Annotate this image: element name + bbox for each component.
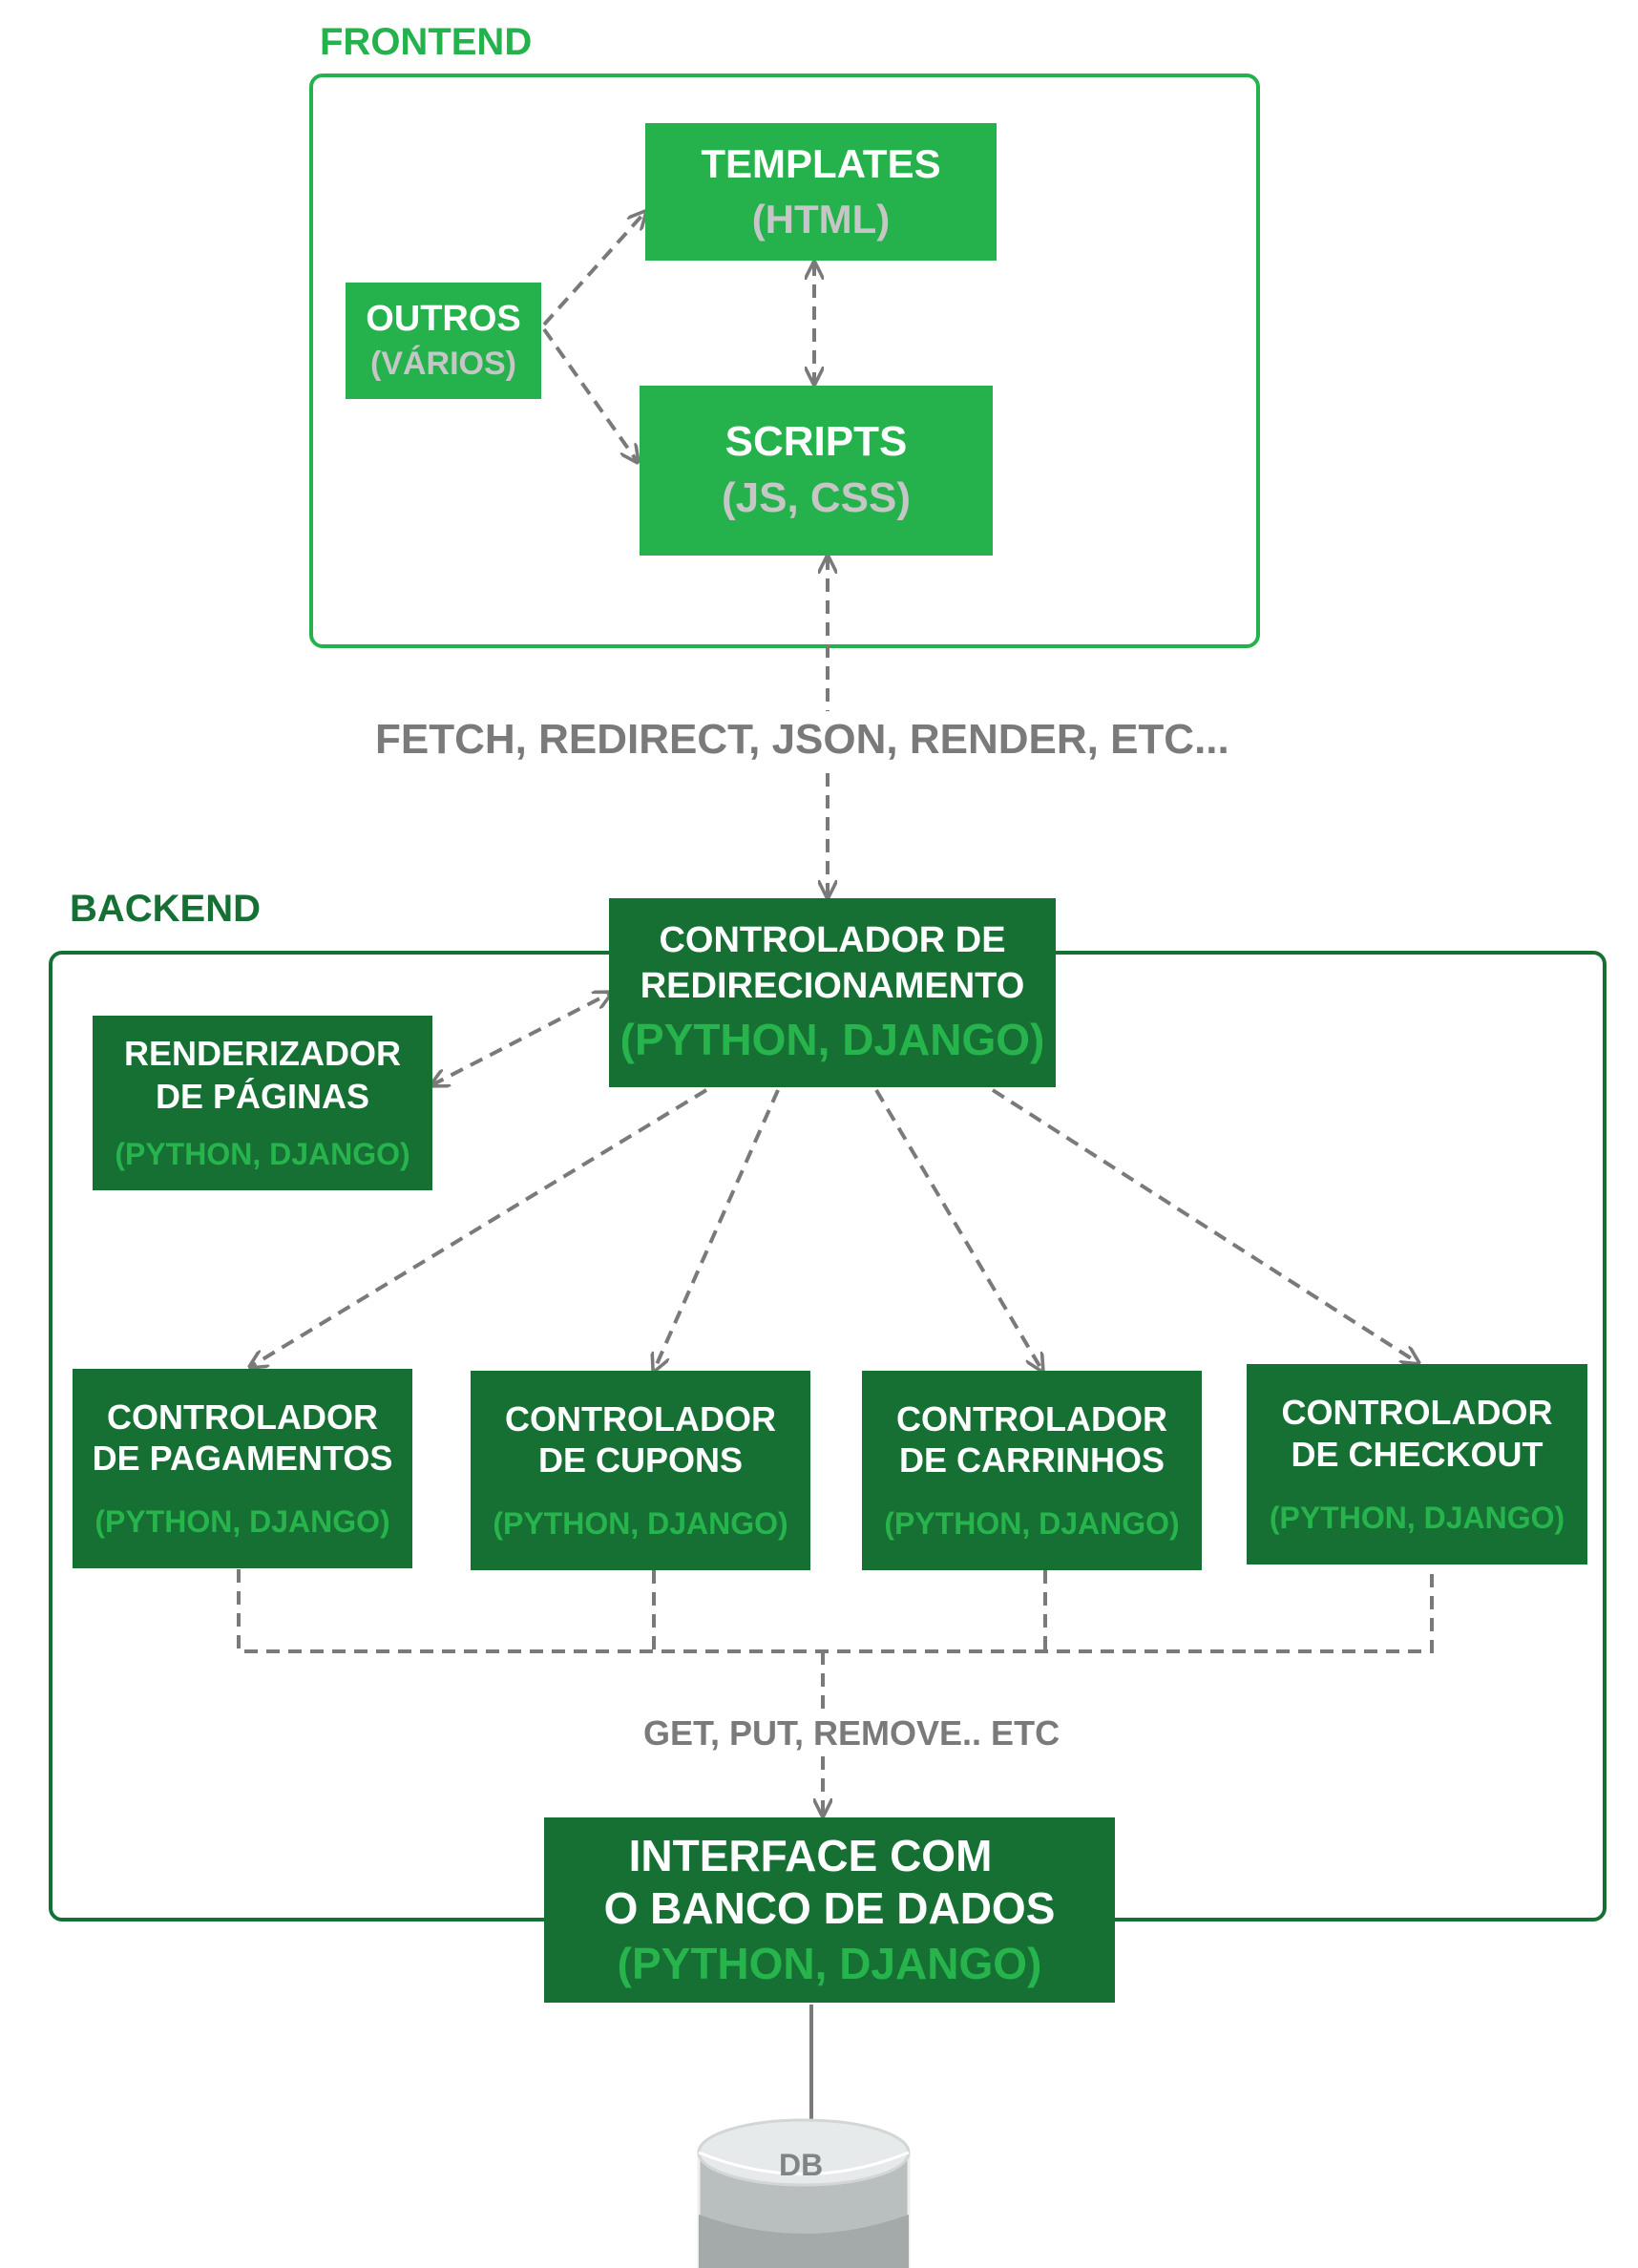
controller-cupons-line2: DE CUPONS: [537, 1440, 744, 1480]
controller-pagamentos-box: CONTROLADOR DE PAGAMENTOS (PYTHON, DJANG…: [73, 1369, 412, 1568]
frontend-backend-edge-label: FETCH, REDIRECT, JSON, RENDER, ETC...: [375, 716, 1229, 763]
templates-subtitle: (HTML): [751, 197, 891, 242]
scripts-subtitle: (JS, CSS): [721, 474, 912, 521]
bus-connector: [237, 1567, 1434, 1653]
db-operations-edge-label: GET, PUT, REMOVE.. ETC: [643, 1713, 1060, 1753]
page-renderer-box: RENDERIZADOR DE PÁGINAS (PYTHON, DJANGO): [93, 1016, 432, 1190]
controller-pagamentos-line1: CONTROLADOR: [107, 1396, 378, 1437]
templates-title: TEMPLATES: [701, 140, 941, 186]
db-interface-line2: O BANCO DE DADOS: [603, 1882, 1056, 1933]
templates-box: TEMPLATES (HTML): [645, 123, 997, 261]
db-interface-subtitle: (PYTHON, DJANGO): [617, 1939, 1042, 1989]
db-interface-box: INTERFACE COM O BANCO DE DADOS (PYTHON, …: [544, 1817, 1115, 2003]
frontend-title: FRONTEND: [320, 21, 533, 63]
controller-carrinhos-line1: CONTROLADOR: [896, 1398, 1167, 1438]
page-renderer-line1: RENDERIZADOR: [123, 1033, 401, 1073]
outros-subtitle: (VÁRIOS): [370, 346, 516, 383]
controller-carrinhos-subtitle: (PYTHON, DJANGO): [884, 1506, 1180, 1542]
controller-checkout-subtitle: (PYTHON, DJANGO): [1269, 1500, 1565, 1535]
controller-carrinhos-box: CONTROLADOR DE CARRINHOS (PYTHON, DJANGO…: [862, 1371, 1202, 1570]
controller-cupons-subtitle: (PYTHON, DJANGO): [493, 1506, 788, 1542]
outros-title: OUTROS: [366, 298, 521, 339]
redirect-controller-subtitle: (PYTHON, DJANGO): [620, 1015, 1045, 1065]
redirect-controller-box: CONTROLADOR DE REDIRECIONAMENTO (PYTHON,…: [609, 898, 1056, 1087]
arrow-redirect-pagamentos: [250, 1088, 708, 1367]
backend-title: BACKEND: [70, 888, 261, 930]
controller-checkout-box: CONTROLADOR DE CHECKOUT (PYTHON, DJANGO): [1247, 1364, 1587, 1564]
arrow-redirect-checkout: [991, 1088, 1418, 1363]
arrow-outros-templates: [542, 212, 645, 326]
redirect-controller-line1: CONTROLADOR DE: [659, 919, 1006, 960]
database-label: DB: [779, 2148, 824, 2182]
scripts-title: SCRIPTS: [724, 418, 908, 466]
controller-checkout-line1: CONTROLADOR: [1281, 1393, 1553, 1433]
page-renderer-subtitle: (PYTHON, DJANGO): [115, 1137, 410, 1172]
controller-checkout-line2: DE CHECKOUT: [1291, 1434, 1544, 1474]
controller-cupons-line1: CONTROLADOR: [505, 1398, 776, 1438]
frontend-frame: [309, 74, 1260, 648]
outros-box: OUTROS (VÁRIOS): [346, 283, 541, 399]
scripts-box: SCRIPTS (JS, CSS): [640, 386, 993, 556]
arrow-redirect-cupons: [654, 1089, 780, 1371]
page-renderer-line2: DE PÁGINAS: [155, 1077, 370, 1117]
db-interface-line1: INTERFACE COM: [628, 1830, 993, 1880]
arrow-renderer-redirect: [431, 993, 611, 1085]
redirect-controller-line2: REDIRECIONAMENTO: [640, 965, 1025, 1006]
controller-cupons-box: CONTROLADOR DE CUPONS (PYTHON, DJANGO): [471, 1371, 810, 1570]
controller-carrinhos-line2: DE CARRINHOS: [898, 1440, 1165, 1480]
controller-pagamentos-subtitle: (PYTHON, DJANGO): [94, 1504, 390, 1540]
arrow-redirect-carrinhos: [874, 1088, 1042, 1371]
database-icon: [697, 2118, 911, 2268]
arrow-outros-scripts: [542, 327, 638, 462]
controller-pagamentos-line2: DE PAGAMENTOS: [92, 1438, 393, 1479]
